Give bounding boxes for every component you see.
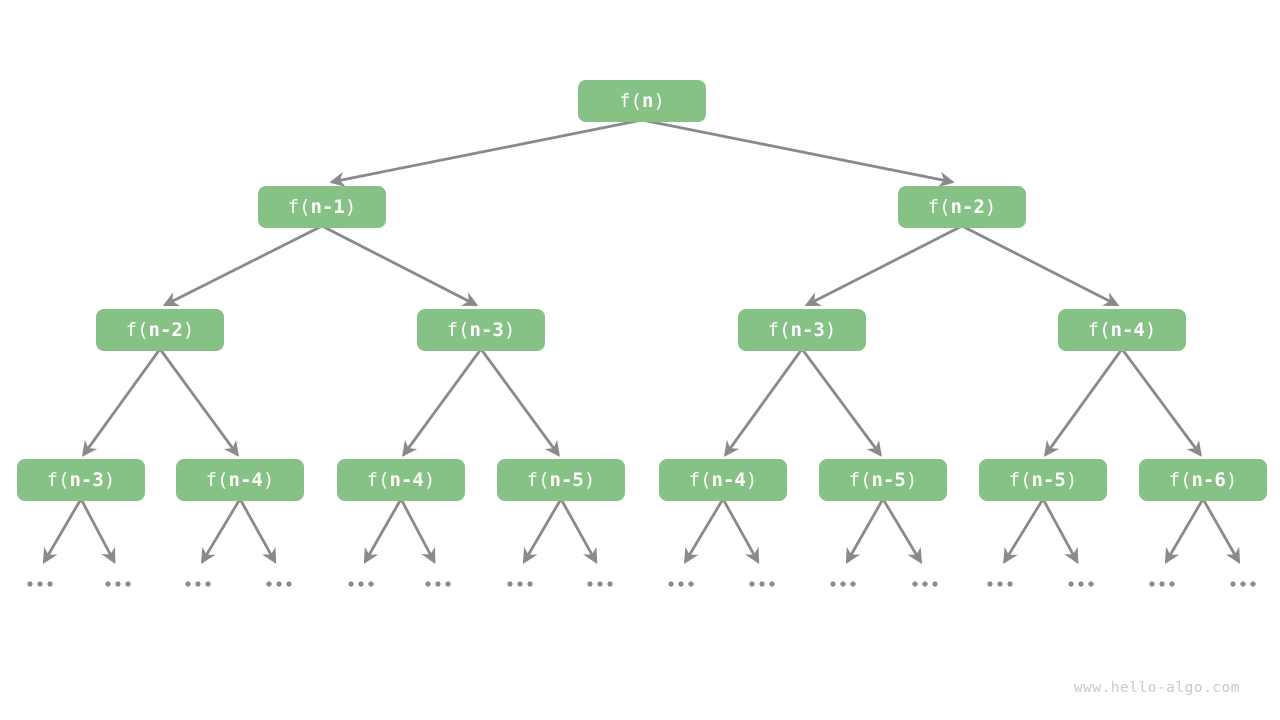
edge-arrow: [559, 498, 598, 565]
edge-arrow: [522, 498, 563, 564]
tree-node: f(n-3): [17, 459, 145, 501]
ellipsis-dots: [185, 581, 211, 587]
edge-arrow: [321, 224, 479, 307]
edge-arrow: [399, 498, 436, 565]
ellipsis-dots: [830, 581, 856, 587]
ellipsis-dots: [27, 581, 53, 587]
tree-node: f(n-1): [258, 186, 386, 228]
ellipsis-dots: [1230, 581, 1256, 587]
tree-node: f(n-5): [497, 459, 625, 501]
edge-arrow: [1201, 498, 1241, 565]
ellipsis-dots: [587, 581, 613, 587]
tree-node: f(n-4): [659, 459, 787, 501]
ellipsis-dots: [348, 581, 374, 587]
edge-arrow: [1044, 348, 1124, 457]
ellipsis-dots: [425, 581, 451, 587]
ellipsis-dots: [749, 581, 775, 587]
ellipsis-dots: [1068, 581, 1094, 587]
edge-arrow: [79, 498, 116, 565]
tree-node: f(n-5): [819, 459, 947, 501]
edge-arrow: [1120, 348, 1202, 457]
tree-node: f(n-2): [96, 309, 224, 351]
edge-arrow: [329, 118, 643, 187]
edge-arrow: [238, 498, 277, 565]
edge-arrow: [200, 498, 242, 564]
edge-arrow: [479, 348, 560, 457]
edge-arrow: [721, 498, 760, 565]
tree-node: f(n-4): [1058, 309, 1186, 351]
tree-node: f(n-2): [898, 186, 1026, 228]
edge-arrow: [363, 498, 403, 565]
tree-node: f(n-3): [738, 309, 866, 351]
ellipsis-dots: [105, 581, 131, 587]
ellipsis-dots: [987, 581, 1013, 587]
edge-arrow: [402, 348, 483, 457]
ellipsis-dots: [1149, 581, 1175, 587]
tree-node: f(n-4): [176, 459, 304, 501]
edge-arrow: [1003, 498, 1045, 564]
edge-arrow: [683, 498, 725, 564]
edge-arrow: [641, 118, 955, 187]
edge-arrow: [82, 348, 162, 457]
edge-arrow: [1164, 498, 1205, 564]
edge-arrow: [961, 224, 1120, 307]
edge-arrow: [42, 498, 83, 564]
tree-node: f(n-3): [417, 309, 545, 351]
edge-arrow: [158, 348, 239, 457]
tree-node: f(n-4): [337, 459, 465, 501]
tree-node: f(n-5): [979, 459, 1107, 501]
ellipsis-dots: [668, 581, 694, 587]
edge-arrow: [162, 224, 323, 307]
edge-arrow: [804, 224, 963, 307]
ellipsis-dots: [912, 581, 938, 587]
edge-arrow: [800, 348, 882, 457]
edge-arrow: [881, 498, 923, 564]
edge-arrow: [1041, 498, 1079, 565]
tree-node: f(n-6): [1139, 459, 1267, 501]
tree-node: f(n): [578, 80, 706, 122]
watermark: www.hello-algo.com: [1073, 680, 1240, 696]
ellipsis-dots: [266, 581, 292, 587]
ellipsis-dots: [507, 581, 533, 587]
edge-arrow: [845, 498, 885, 565]
edge-arrow: [724, 348, 804, 457]
